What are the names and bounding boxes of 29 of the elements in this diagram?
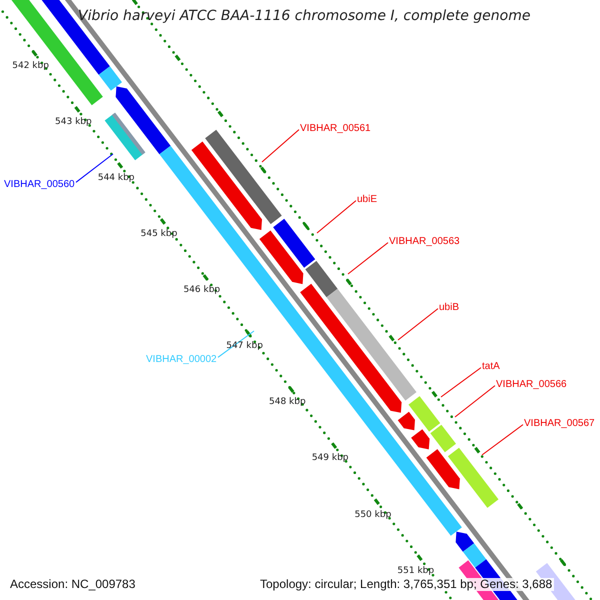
- scale-label: 546 kbp: [183, 286, 220, 296]
- footer-text: Topology: circular; Length: 3,765,351 bp; Genes: 3,688: [258, 578, 554, 592]
- leader-line: [348, 242, 388, 274]
- leader-line: [440, 367, 482, 398]
- gene-label: VIBHAR_00566: [496, 379, 567, 390]
- scale-label: 545 kbp: [140, 230, 178, 240]
- leader-line: [454, 385, 496, 418]
- gene-label: VIBHAR_00002: [146, 354, 217, 365]
- gene-label: VIBHAR_00563: [389, 236, 460, 247]
- gene-label: tatA: [482, 361, 500, 372]
- gene-label: VIBHAR_00567: [524, 418, 595, 429]
- gene-label: VIBHAR_00561: [300, 123, 371, 134]
- scale-label: 549 kbp: [312, 454, 348, 464]
- leader-line: [398, 308, 438, 340]
- scale-label: 551 kbp: [397, 566, 434, 576]
- leader-line: [482, 424, 524, 456]
- scale-label: 548 kbp: [269, 398, 306, 408]
- leader-line: [76, 154, 114, 183]
- gene-label: ubiE: [357, 194, 378, 205]
- gene-label: VIBHAR_00560: [4, 179, 75, 190]
- leader-line: [262, 129, 300, 162]
- map-title: Vibrio harveyi ATCC BAA-1116 chromosome I, complete genome: [78, 9, 530, 24]
- scale-label: 544 kbp: [98, 174, 135, 184]
- gene-label: ubiB: [439, 302, 460, 313]
- footer-text: Accession: NC_009783: [8, 578, 138, 592]
- scale-label: 543 kbp: [55, 118, 92, 128]
- leader-line: [316, 200, 356, 234]
- scale-label: 542 kbp: [12, 62, 49, 72]
- scale-label: 550 kbp: [354, 510, 392, 520]
